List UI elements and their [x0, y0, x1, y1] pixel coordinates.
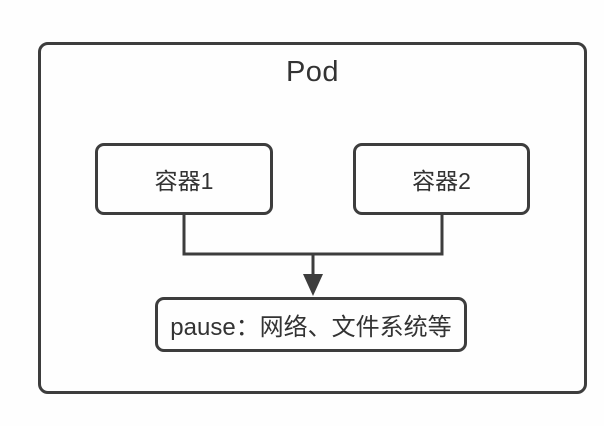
- node-container1: 容器1: [95, 143, 273, 215]
- node-container2: 容器2: [353, 143, 530, 215]
- node-pause-label: pause：网络、文件系统等: [170, 314, 452, 341]
- node-container2-label: 容器2: [412, 168, 471, 194]
- node-container1-label: 容器1: [154, 168, 214, 194]
- pod-title: Pod: [285, 56, 340, 88]
- node-pause: pause：网络、文件系统等: [155, 297, 467, 352]
- pod-boundary-box: [38, 42, 587, 394]
